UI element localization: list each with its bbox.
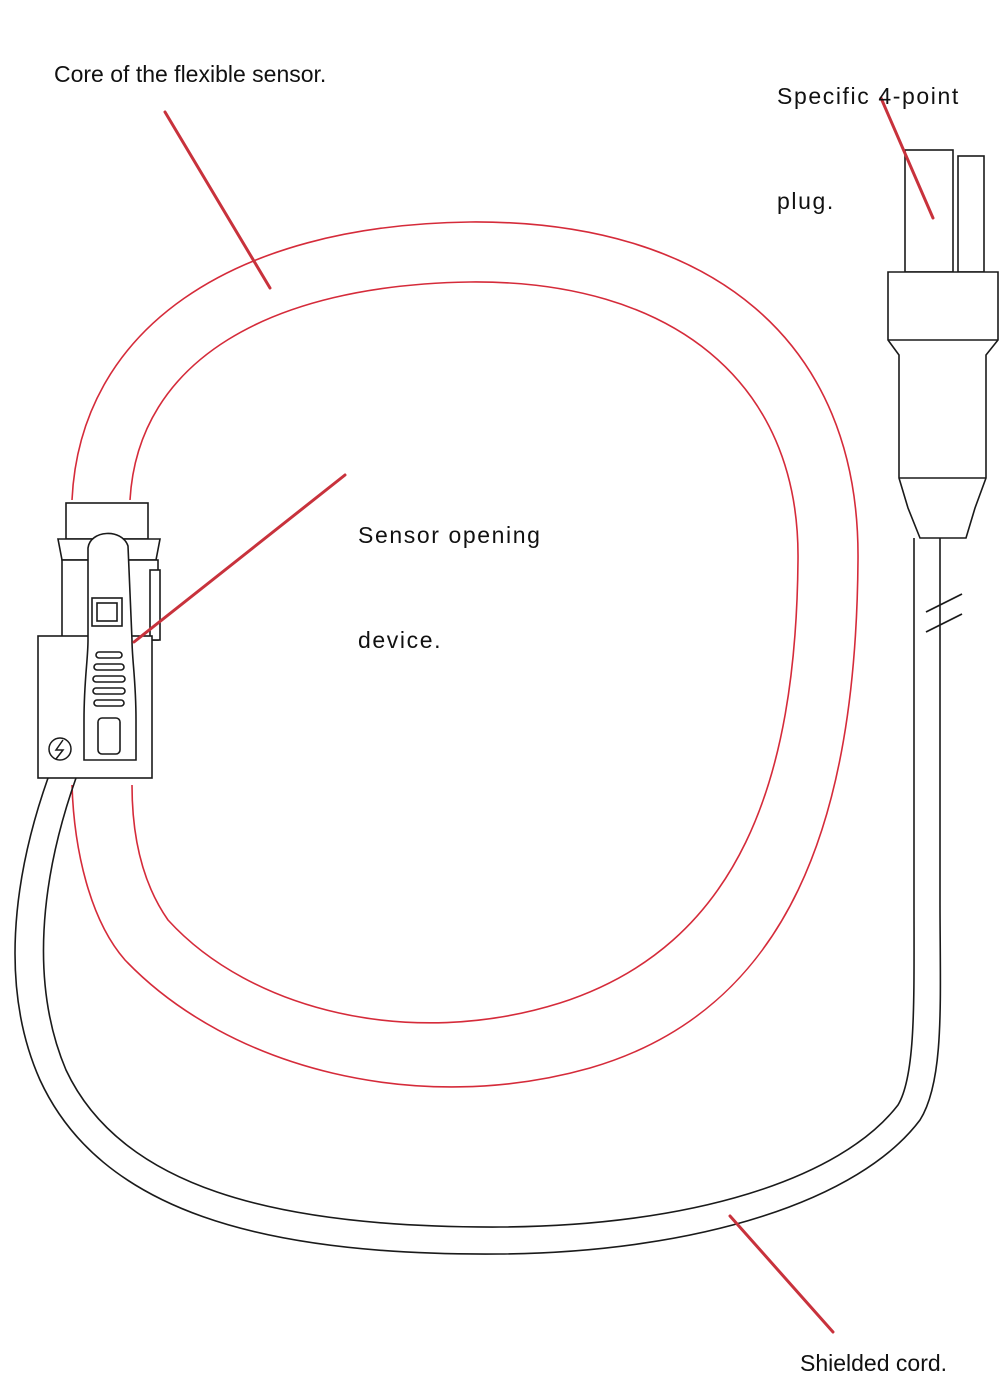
leader-line-plug — [879, 96, 935, 220]
clip-lower-slot — [97, 717, 121, 755]
sensor-core-outer-edge — [71, 221, 859, 1088]
clip-grip-ridges — [92, 651, 126, 707]
cord-inner-edge — [42, 538, 915, 1228]
label-plug-line2: plug. — [777, 188, 835, 214]
shielded-cord — [14, 538, 963, 1255]
label-opening-line1: Sensor opening — [358, 522, 542, 548]
cord-break-mark — [925, 593, 963, 633]
sensor-opening-device — [37, 502, 161, 779]
label-plug-line1: Specific 4-point — [777, 83, 960, 109]
label-specific-4-point-plug: Specific 4-point plug. — [777, 9, 960, 254]
sensor-core-ring — [71, 221, 859, 1088]
clip-square-button-inner — [96, 602, 118, 622]
plug-pin-narrow — [957, 155, 985, 273]
cord-outer-edge — [14, 538, 942, 1255]
label-sensor-opening-device: Sensor opening device. — [358, 448, 542, 693]
plug-body-detail — [888, 339, 998, 479]
label-shielded-cord: Shielded cord. — [800, 1350, 948, 1376]
label-opening-line2: device. — [358, 627, 443, 653]
clip-side-tab — [149, 569, 161, 641]
double-insulation-lightning-icon — [48, 737, 72, 761]
leader-lines — [132, 96, 935, 1334]
leader-line-opening — [132, 473, 347, 644]
leader-line-cord — [728, 1214, 835, 1334]
leader-line-core — [163, 110, 272, 290]
label-core-of-flexible-sensor: Core of the flexible sensor. — [54, 61, 327, 87]
sensor-core-inner-edge — [129, 281, 799, 1024]
plug-body — [887, 271, 999, 539]
